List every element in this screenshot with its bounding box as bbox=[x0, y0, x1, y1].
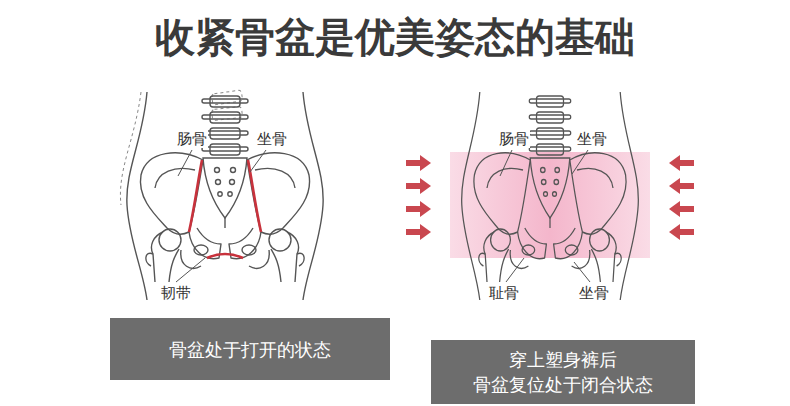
part-label: 耻骨 bbox=[488, 284, 520, 302]
part-label: 坐骨 bbox=[576, 130, 608, 148]
part-label: 肠骨 bbox=[176, 130, 208, 148]
part-label: 肠骨 bbox=[498, 130, 530, 148]
caption-text: 骨盆处于打开的状态 bbox=[169, 337, 331, 362]
part-label: 坐骨 bbox=[578, 284, 610, 302]
part-label: 坐骨 bbox=[256, 130, 288, 148]
title: 收紧骨盆是优美姿态的基础 bbox=[0, 10, 790, 64]
leader-lines bbox=[176, 150, 590, 282]
caption-box: 穿上塑身裤后 骨盆复位处于闭合状态 bbox=[431, 340, 695, 404]
caption-text: 穿上塑身裤后 骨盆复位处于闭合状态 bbox=[443, 347, 683, 397]
part-label: 韧带 bbox=[160, 284, 192, 302]
caption-box: 骨盆处于打开的状态 bbox=[110, 318, 390, 380]
